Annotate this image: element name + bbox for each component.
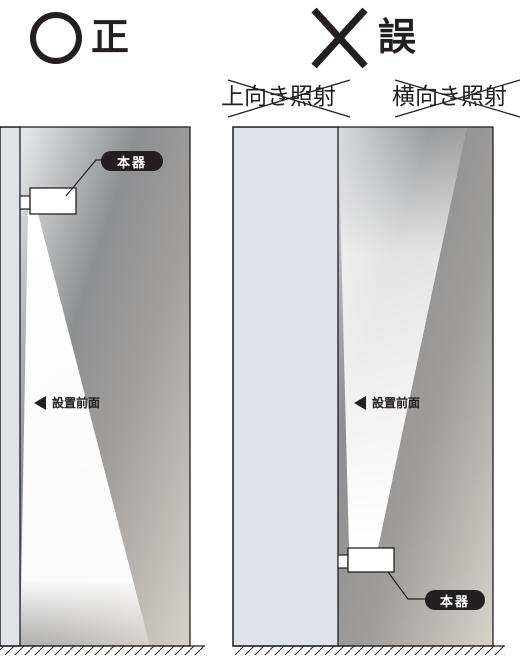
arrow-left-icon [354, 396, 366, 410]
correct-light-beam [20, 210, 150, 646]
circle-mark-icon [30, 12, 82, 64]
correct-panel [0, 126, 205, 655]
arrow-left-icon [34, 396, 46, 410]
correct-floor-hatch [0, 646, 205, 655]
correct-wall [0, 126, 21, 647]
wrong-device [347, 547, 395, 573]
correct-surface-label-group: 設置前面 [34, 396, 100, 410]
cross-mark-icon [311, 7, 368, 69]
wrong-surface-label-group: 設置前面 [354, 396, 420, 410]
wrong-wall [232, 126, 339, 647]
wrong-surface-label: 設置前面 [372, 396, 421, 410]
correct-heading: 正 [91, 15, 130, 59]
correct-device-label: 本器 [101, 151, 163, 171]
wrong-device-mount [337, 554, 349, 569]
strike-cross-1 [227, 79, 351, 118]
wrong-floor-hatch [235, 646, 505, 655]
wrong-heading: 誤 [378, 15, 417, 59]
correct-surface-label: 設置前面 [52, 396, 101, 410]
wrong-light-beam [338, 127, 467, 548]
wrong-device-label: 本器 [425, 590, 485, 610]
wrong-panel [232, 126, 505, 655]
strike-cross-2 [394, 79, 521, 118]
struck-label-upward: 上向き照射 [221, 84, 336, 110]
struck-label-sideways: 横向き照射 [392, 84, 507, 110]
correct-device-mount [19, 195, 31, 210]
wrong-leader-line [387, 571, 425, 600]
